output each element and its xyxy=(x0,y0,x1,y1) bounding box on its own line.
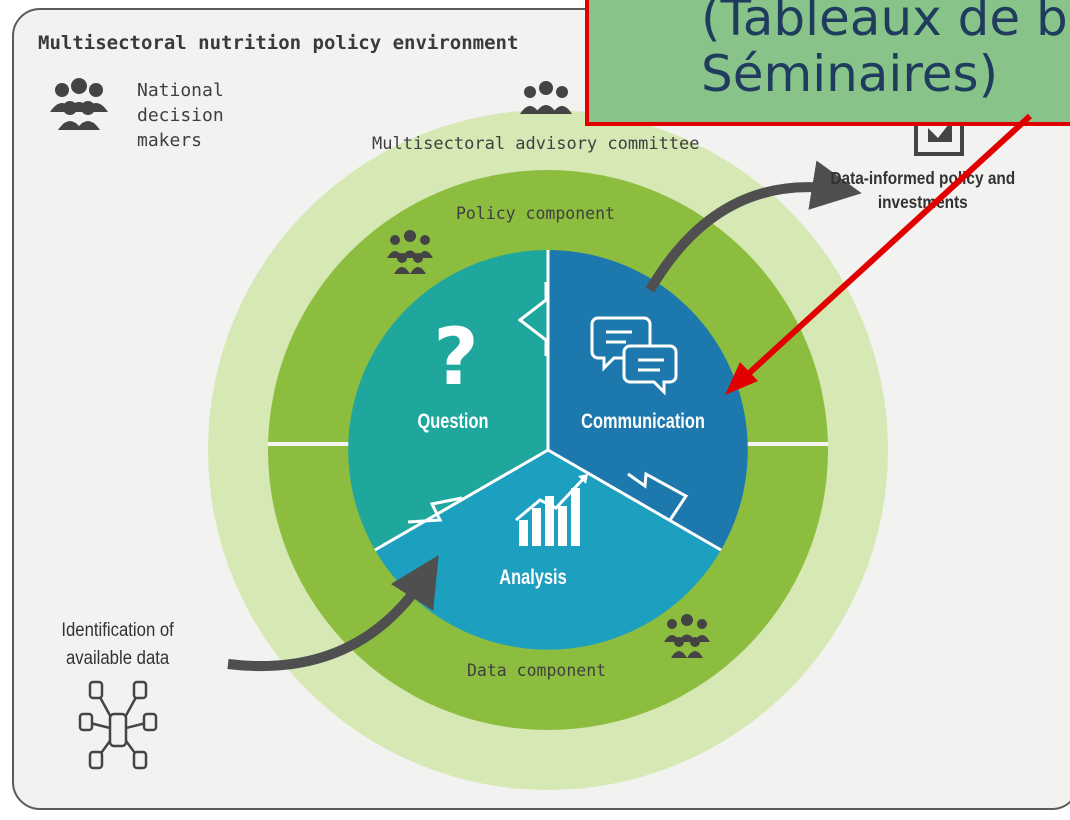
identification-label: Identification of available data xyxy=(61,620,174,669)
national-decision-makers-label: National decision makers xyxy=(137,80,224,151)
flow-arrow-to-policy xyxy=(645,160,862,293)
people-group-icon xyxy=(664,614,710,658)
bar-chart-icon xyxy=(515,474,588,546)
people-group-icon xyxy=(520,81,572,114)
flow-arrow-from-data xyxy=(227,555,439,672)
environment-title: Multisectoral nutrition policy environme… xyxy=(38,32,519,54)
question-label: Question xyxy=(417,410,489,433)
callout-line-2: Séminaires) xyxy=(701,45,999,103)
data-component-label: Data component xyxy=(467,661,607,680)
analysis-label: Analysis xyxy=(499,566,567,589)
communication-segment xyxy=(548,250,748,550)
cycle-arrow-top-icon xyxy=(517,282,548,356)
segment-divider-left xyxy=(374,448,549,552)
analysis-segment xyxy=(375,450,721,650)
people-group-icon xyxy=(50,78,108,130)
cycle-arrow-right-icon xyxy=(627,471,689,521)
communication-label: Communication xyxy=(581,410,705,433)
annotation-callout: (Tableaux de b Séminaires) xyxy=(585,0,1070,126)
red-arrowhead-icon xyxy=(725,362,758,395)
database-network-icon xyxy=(78,680,158,770)
question-mark-icon: ? xyxy=(433,313,478,403)
cycle-arrow-left-icon xyxy=(407,496,463,524)
segment-divider-right xyxy=(547,448,722,552)
callout-line-1: (Tableaux de b xyxy=(701,0,1068,47)
red-annotation-arrow xyxy=(743,113,1033,379)
chat-bubbles-icon xyxy=(590,316,678,396)
question-segment xyxy=(348,250,548,550)
advisory-committee-label: Multisectoral advisory committee xyxy=(372,134,700,154)
people-group-icon xyxy=(387,230,433,274)
policy-component-label: Policy component xyxy=(456,204,615,223)
